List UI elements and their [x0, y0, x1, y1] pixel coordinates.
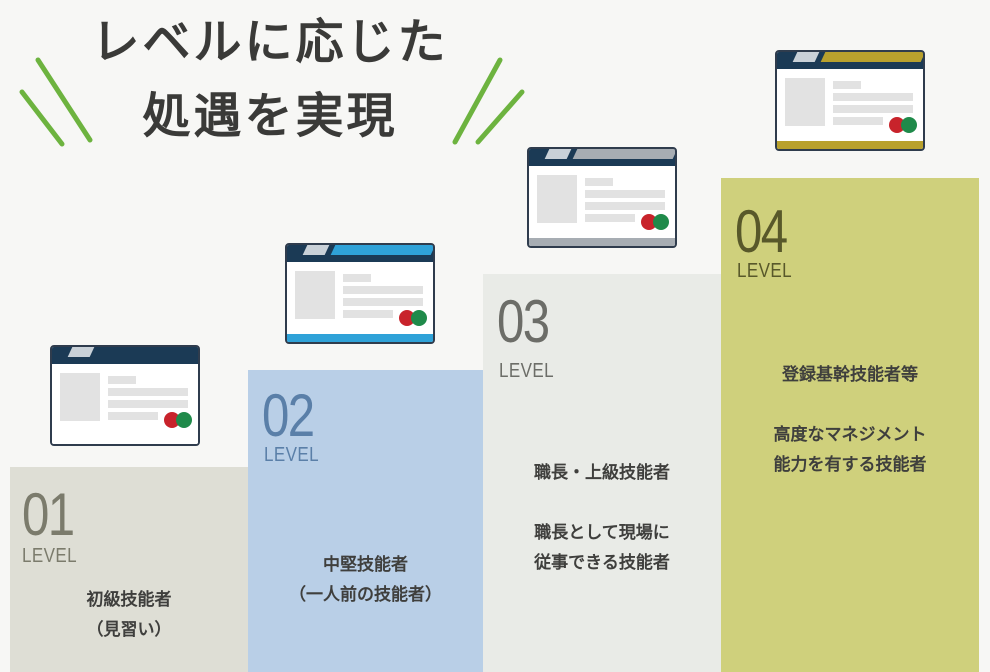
id-card-icon: [775, 50, 925, 151]
level-number: 02: [262, 382, 315, 449]
level-number: 03: [497, 288, 550, 355]
page-title-line2: 処遇を実現: [142, 88, 398, 144]
level-description: 中堅技能者 （一人前の技能者）: [289, 555, 442, 605]
id-card-icon: [527, 147, 677, 248]
accent-line: [35, 57, 93, 143]
level-number: 04: [735, 198, 788, 265]
accent-lines-icon: [19, 57, 525, 147]
level-description: 職長・上級技能者 職長として現場に 従事できる技能者: [534, 463, 670, 573]
level-description: 初級技能者 （見習い）: [86, 590, 172, 640]
level-step-01: 01 LEVEL 初級技能者 （見習い）: [10, 467, 248, 672]
level-number: 01: [22, 481, 75, 548]
accent-line: [475, 89, 525, 145]
level-step-02: 02 LEVEL 中堅技能者 （一人前の技能者）: [248, 370, 483, 672]
id-card-icon: [285, 243, 435, 344]
level-label: LEVEL: [22, 545, 78, 567]
id-card-icon: [50, 345, 200, 446]
accent-line: [452, 57, 503, 145]
level-description: 登録基幹技能者等 高度なマネジメント 能力を有する技能者: [773, 365, 927, 475]
level-label: LEVEL: [737, 260, 793, 282]
level-step-03: 03 LEVEL 職長・上級技能者 職長として現場に 従事できる技能者: [483, 274, 721, 672]
level-step-04: 04 LEVEL 登録基幹技能者等 高度なマネジメント 能力を有する技能者: [721, 178, 979, 672]
level-label: LEVEL: [264, 444, 320, 466]
page-title-line1: レベルに応じた: [91, 14, 449, 70]
accent-line: [19, 89, 65, 147]
level-label: LEVEL: [499, 360, 555, 382]
